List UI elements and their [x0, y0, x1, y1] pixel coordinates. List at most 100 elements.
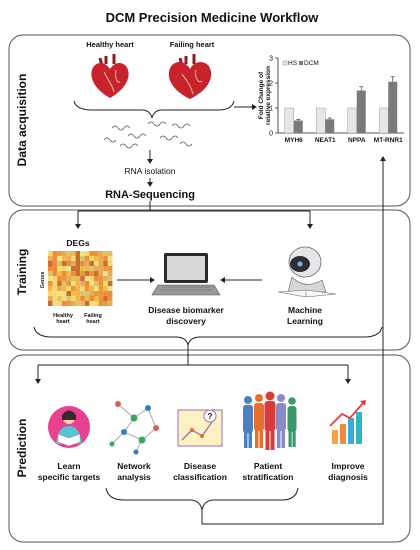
heatmap-cell	[84, 301, 90, 306]
training-to-prediction-connector	[38, 345, 348, 366]
heatmap-cell	[107, 296, 113, 301]
prediction-brace	[105, 487, 299, 511]
genes-axis-label: Genes	[40, 272, 46, 289]
heatmap-cell	[107, 251, 113, 256]
heatmap-cell	[66, 276, 71, 281]
rna-sequencing-label: RNA-Sequencing	[105, 189, 195, 201]
heatmap-cell	[84, 296, 90, 301]
heatmap-cell	[84, 251, 90, 256]
heatmap-cell	[94, 301, 99, 306]
heatmap-cell	[75, 291, 81, 296]
bar-hs-neat1	[316, 107, 326, 134]
heatmap-cell	[71, 251, 76, 256]
robot-reading-icon	[277, 246, 337, 298]
heatmap-cell	[66, 251, 71, 256]
heatmap-cell	[107, 281, 113, 286]
chart-y-label-line1: Fold Change of	[258, 71, 265, 119]
heatmap-cell	[66, 266, 71, 271]
heatmap-cell	[94, 291, 99, 296]
panel-label-data-acquisition: Data acquisition	[15, 74, 29, 167]
heatmap-cell	[89, 271, 94, 276]
panel-prediction	[8, 354, 411, 543]
heatmap-cell	[84, 291, 90, 296]
degs-heatmap	[48, 251, 113, 306]
heatmap-cell	[52, 266, 58, 271]
heatmap-cell	[103, 261, 108, 266]
legend-label-dcm: DCM	[304, 60, 319, 67]
chart-x-tick-label: MT-RNR1	[374, 137, 403, 144]
heatmap-cell	[61, 271, 67, 276]
heatmap-cell	[57, 286, 62, 291]
heatmap-cell	[80, 276, 85, 281]
heatmap-cell	[89, 296, 94, 301]
heatmap-cell	[66, 281, 71, 286]
heatmap-cell	[107, 286, 113, 291]
heatmap-cell	[71, 261, 76, 266]
heatmap-cell	[89, 266, 94, 271]
heatmap-cell	[98, 291, 104, 296]
heatmap-cell	[80, 281, 85, 286]
heatmap-cell	[98, 271, 104, 276]
heatmap-cell	[89, 276, 94, 281]
heatmap-cell	[52, 301, 58, 306]
seq-to-training-connector	[78, 201, 310, 212]
heatmap-cell	[98, 301, 104, 306]
heatmap-cell	[52, 261, 58, 266]
heatmap-cell	[57, 256, 62, 261]
heatmap-cell	[71, 286, 76, 291]
chart-y-label-line2: relative expression	[265, 66, 272, 125]
heatmap-cell	[80, 301, 85, 306]
heatmap-cell	[57, 281, 62, 286]
heatmap-cell	[48, 266, 53, 271]
heatmap-cell	[57, 266, 62, 271]
heatmap-cell	[52, 281, 58, 286]
feedback-loop-line	[201, 160, 384, 525]
heatmap-cell	[84, 271, 90, 276]
heatmap-cell	[103, 296, 108, 301]
chart-y-tick-label: 0	[269, 131, 273, 138]
heatmap-cell	[52, 256, 58, 261]
heatmap-cell	[52, 251, 58, 256]
heatmap-cell	[98, 266, 104, 271]
chart-y-tick-label: 2	[269, 81, 273, 88]
heatmap-cell	[48, 251, 53, 256]
heatmap-cell	[80, 256, 85, 261]
chart-x-tick-label: NEAT1	[315, 137, 336, 144]
heatmap-cell	[89, 301, 94, 306]
heatmap-cell	[98, 256, 104, 261]
heatmap-cell	[75, 296, 81, 301]
heatmap-cell	[75, 261, 81, 266]
training-brace	[33, 326, 383, 346]
heatmap-cell	[80, 271, 85, 276]
heatmap-cell	[66, 286, 71, 291]
heatmap-cell	[103, 301, 108, 306]
heatmap-cell	[61, 286, 67, 291]
heatmap-cell	[80, 291, 85, 296]
heatmap-cell	[66, 291, 71, 296]
network-graph-icon	[109, 401, 159, 455]
heatmap-cell	[89, 251, 94, 256]
heatmap-cell	[48, 296, 53, 301]
heatmap-cell	[75, 266, 81, 271]
heatmap-cell	[94, 251, 99, 256]
diagram-title: DCM Precision Medicine Workflow	[106, 10, 320, 25]
heatmap-cell	[107, 261, 113, 266]
patient-figures-icon	[243, 391, 297, 450]
heatmap-cell	[48, 281, 53, 286]
heatmap-cell	[89, 291, 94, 296]
heatmap-cell	[94, 266, 99, 271]
heatmap-cell	[48, 291, 53, 296]
heatmap-cell	[61, 266, 67, 271]
heatmap-cell	[71, 296, 76, 301]
heatmap-cell	[61, 256, 67, 261]
heatmap-cell	[94, 296, 99, 301]
brace-to-chart-arrowhead	[252, 104, 257, 110]
heatmap-cell	[66, 261, 71, 266]
heatmap-cell	[98, 251, 104, 256]
heatmap-cell	[52, 296, 58, 301]
prediction-left-arrowhead	[35, 379, 41, 384]
healthy-heart-icon	[91, 54, 129, 99]
